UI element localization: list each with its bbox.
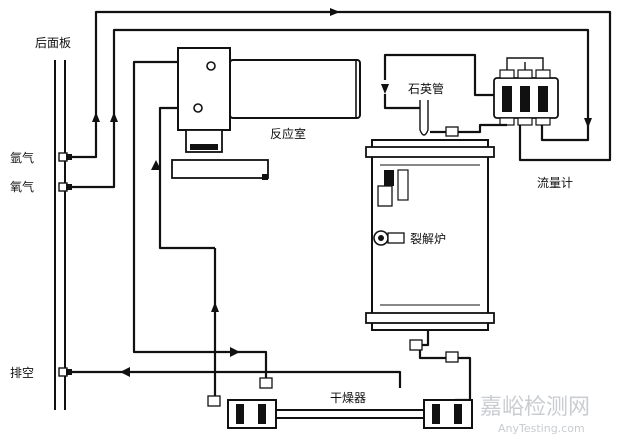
argon-port — [58, 152, 72, 162]
quartz-tube — [419, 100, 429, 136]
flow-to-quartz-line — [383, 53, 494, 97]
argon-up-arrow — [92, 112, 100, 122]
vent-label: 排空 — [10, 366, 34, 380]
oxygen-port — [58, 182, 72, 192]
chamber-outlet-arrow — [151, 160, 161, 170]
watermark-en: AnyTesting.com — [498, 422, 585, 435]
cracking-furnace — [365, 139, 495, 331]
quartz-tube-label: 石英管 — [408, 81, 444, 96]
rear-panel-label: 后面板 — [35, 36, 71, 50]
oxygen-label: 氧气 — [10, 179, 34, 194]
flow-to-furnace-line — [430, 123, 507, 134]
dryer-label: 干燥器 — [330, 391, 366, 405]
flow-meter-label: 流量计 — [537, 176, 573, 190]
rear-panel — [54, 60, 66, 410]
fitting — [445, 351, 459, 363]
argon-label: 氩气 — [10, 150, 34, 165]
argon-right-arrow — [330, 8, 340, 16]
fitting — [259, 377, 273, 389]
dryer-inlet-arrow — [211, 302, 219, 312]
flow-meter — [493, 57, 559, 126]
fitting — [207, 395, 221, 407]
furnace-outlet-line — [418, 330, 472, 402]
quartz-inlet-line — [383, 94, 420, 110]
oxygen-down-arrow — [584, 118, 592, 128]
dryer — [227, 399, 473, 429]
oxygen-line — [72, 28, 590, 189]
chamber-inlet-line — [132, 60, 178, 112]
reaction-chamber — [171, 47, 361, 180]
reaction-chamber-label: 反应室 — [270, 126, 306, 141]
vent-line — [72, 370, 402, 388]
return-line — [132, 112, 268, 378]
oxygen-up-arrow — [110, 112, 118, 122]
quartz-feed-arrow — [381, 84, 389, 94]
fitting — [445, 126, 459, 137]
vent-port — [58, 367, 72, 377]
cracking-furnace-label: 裂解炉 — [410, 232, 446, 246]
fitting — [409, 339, 423, 351]
watermark-cn: 嘉峪检测网 — [480, 395, 590, 420]
return-arrow — [230, 347, 240, 357]
chamber-outlet-line — [158, 106, 215, 250]
vent-arrow — [120, 367, 130, 377]
argon-line — [72, 10, 612, 162]
